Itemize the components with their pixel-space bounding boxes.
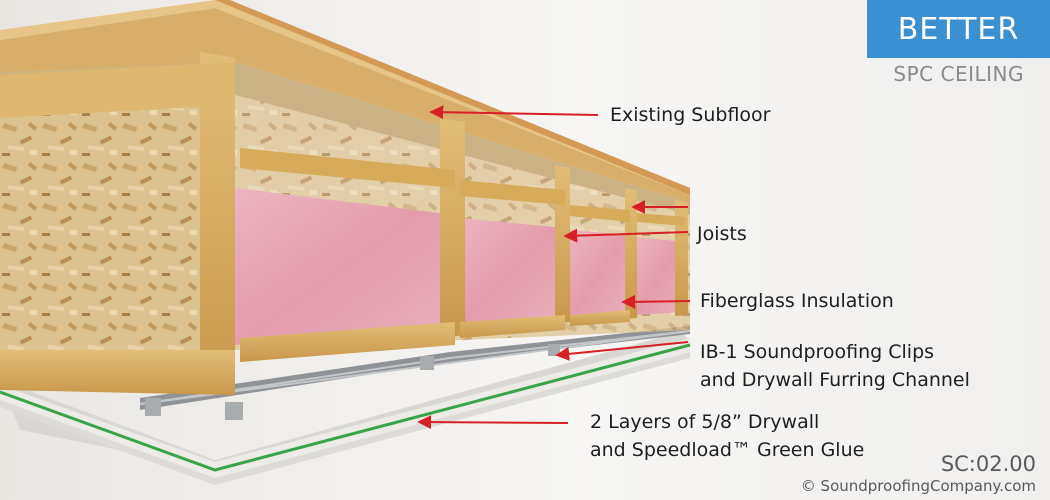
- rating-badge: BETTER: [867, 0, 1050, 58]
- label-drywall-line2: and Speedload™ Green Glue: [590, 439, 865, 461]
- assembly-type-label: SPC CEILING: [893, 62, 1024, 86]
- clip-2: [225, 402, 243, 420]
- arrow-joists: [563, 228, 689, 243]
- label-clips-line1: IB-1 Soundproofing Clips: [700, 341, 935, 363]
- subfloor: [0, 0, 690, 203]
- joist-2: [440, 118, 465, 338]
- rating-badge-title: BETTER: [897, 11, 1020, 47]
- joist-1: [200, 52, 235, 390]
- joist-3: [555, 165, 570, 324]
- joist-5: [675, 200, 688, 316]
- arrow-subfloor: [429, 105, 599, 120]
- diagram-code: SC:02.00: [940, 452, 1036, 476]
- arrow-drywall: [417, 415, 569, 430]
- joists: [0, 52, 688, 395]
- callout-arrows: [417, 105, 691, 430]
- clip-1: [145, 398, 161, 416]
- copyright: © SoundproofingCompany.com: [800, 477, 1036, 495]
- arrow-clips: [555, 341, 689, 361]
- label-drywall-line1: 2 Layers of 5/8” Drywall: [590, 411, 820, 433]
- label-clips-line2: and Drywall Furring Channel: [700, 369, 970, 391]
- green-glue-line: [0, 343, 691, 472]
- arrow-insulation: [621, 294, 691, 309]
- label-joists: Joists: [697, 223, 747, 245]
- fiberglass-insulation: [235, 188, 685, 345]
- clip-3: [420, 356, 434, 370]
- label-fiberglass-insulation: Fiberglass Insulation: [700, 290, 894, 312]
- drywall-layers: [0, 332, 691, 485]
- label-existing-subfloor: Existing Subfloor: [610, 104, 771, 126]
